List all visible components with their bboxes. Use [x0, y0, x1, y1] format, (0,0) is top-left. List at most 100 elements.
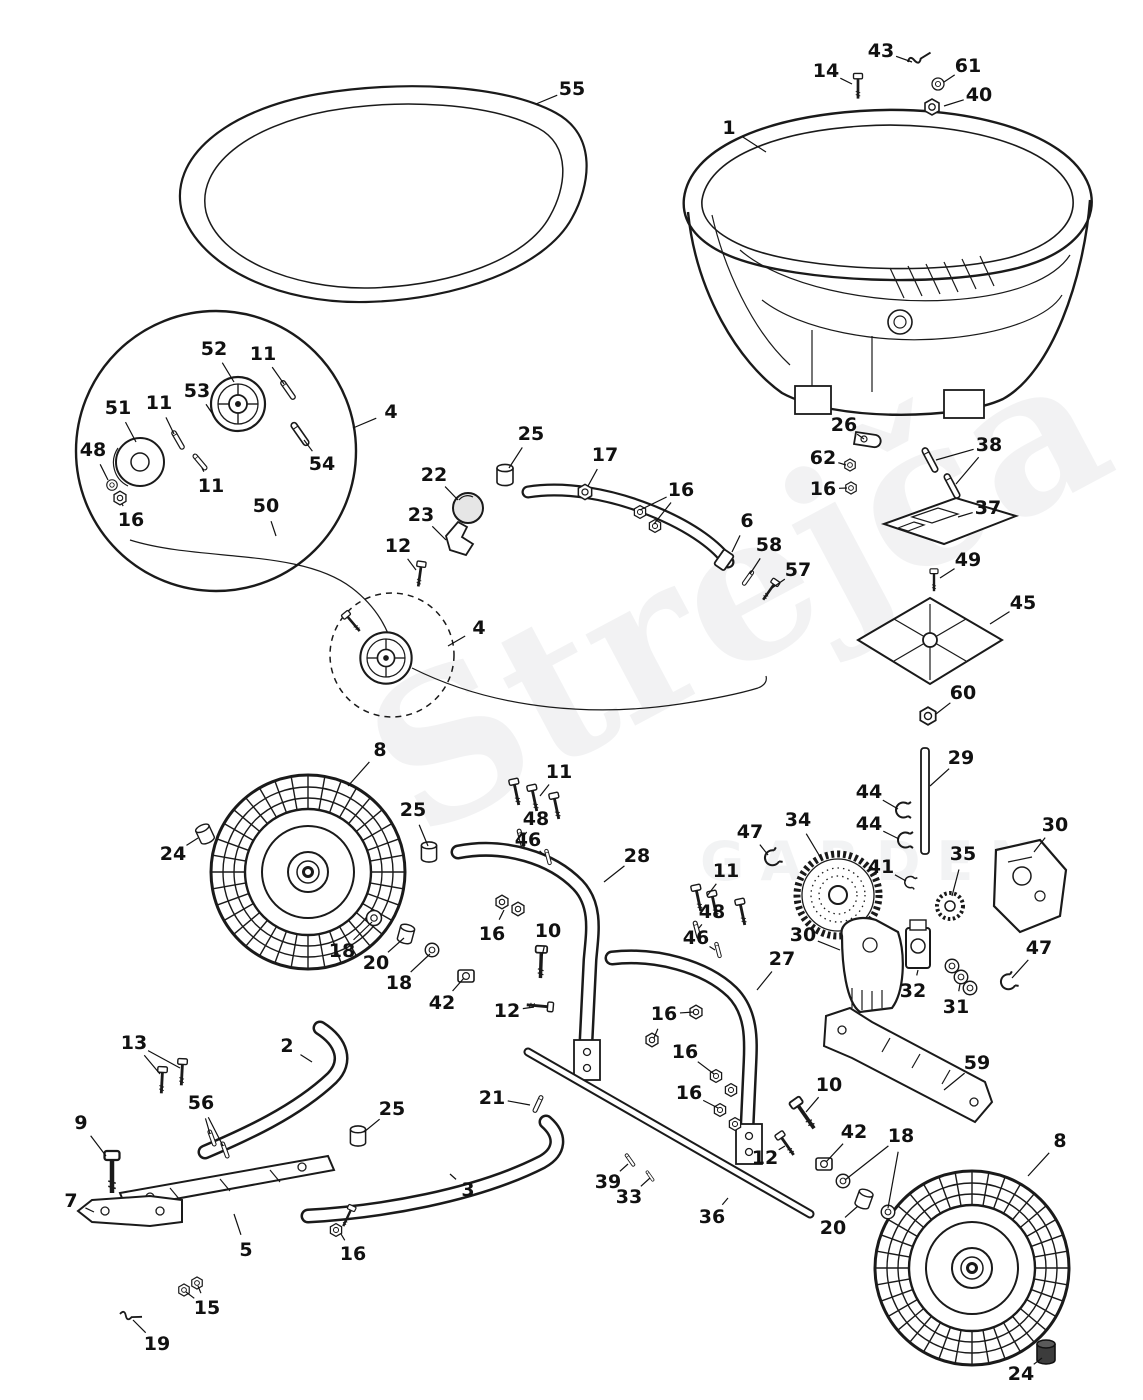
callout-leader — [955, 456, 980, 485]
pin-21 — [531, 1094, 545, 1114]
callout-leader — [452, 977, 465, 992]
bolt-13 — [155, 1065, 169, 1095]
callout-label-12: 12 — [494, 1000, 520, 1022]
callout-leader — [340, 1233, 346, 1241]
callout-leader — [300, 1054, 313, 1063]
callout-label-8: 8 — [1053, 1130, 1066, 1152]
nut-16 — [713, 1102, 727, 1118]
callout-leader — [756, 971, 773, 991]
callout-label-44: 44 — [856, 813, 882, 835]
callout-label-26: 26 — [831, 414, 857, 436]
callout-leader — [882, 799, 899, 810]
callout-leader — [838, 462, 847, 466]
nut-16 — [645, 1032, 659, 1048]
knob-and-lever — [445, 492, 484, 557]
cable-50 — [129, 539, 395, 651]
callout-label-25: 25 — [400, 799, 426, 821]
callout-leader — [522, 831, 528, 838]
cotter-pin-43 — [906, 51, 934, 67]
callout-label-34: 34 — [785, 809, 811, 831]
callout-label-52: 52 — [201, 338, 227, 360]
bolt-14 — [852, 72, 864, 100]
nut-16 — [329, 1222, 343, 1238]
callout-leader — [541, 946, 545, 957]
bushing-25 — [496, 463, 514, 487]
callout-label-54: 54 — [309, 453, 335, 475]
callout-label-23: 23 — [408, 504, 434, 526]
bolt-9 — [105, 1151, 120, 1193]
callout-leader — [353, 921, 373, 941]
callout-label-56: 56 — [188, 1092, 214, 1114]
handle-tube-27 — [604, 949, 763, 1165]
callout-label-12: 12 — [385, 535, 411, 557]
bolt-pulley — [339, 608, 365, 636]
clamp-26 — [852, 430, 882, 449]
flange-nut-42 — [815, 1157, 833, 1171]
callout-label-41: 41 — [868, 856, 894, 878]
callout-leader — [233, 1213, 242, 1236]
callout-label-11: 11 — [198, 475, 224, 497]
callout-label-55: 55 — [559, 78, 585, 100]
callout-label-46: 46 — [683, 927, 709, 949]
cotter-pin-19 — [118, 1310, 143, 1324]
nut-16 — [113, 490, 127, 506]
callout-label-19: 19 — [144, 1333, 170, 1355]
callout-label-50: 50 — [253, 495, 279, 517]
callout-leader — [431, 525, 447, 541]
callout-label-43: 43 — [868, 40, 894, 62]
bolt-13 — [175, 1057, 189, 1087]
callout-label-45: 45 — [1010, 592, 1036, 614]
callout-label-16: 16 — [118, 509, 144, 531]
callout-label-30: 30 — [1042, 814, 1068, 836]
callout-leader — [759, 844, 769, 856]
callout-label-42: 42 — [841, 1121, 867, 1143]
callout-leader — [844, 1145, 889, 1181]
nut-15 — [191, 1276, 203, 1290]
callout-label-57: 57 — [785, 559, 811, 581]
nut-40 — [924, 98, 940, 116]
nut-16 — [728, 1116, 742, 1132]
callout-label-4: 4 — [472, 617, 485, 639]
nut-60 — [919, 706, 937, 726]
callout-label-61: 61 — [955, 55, 981, 77]
callout-leader — [352, 417, 377, 429]
callout-label-6: 6 — [740, 510, 753, 532]
callout-leader — [204, 1118, 211, 1135]
callout-label-44: 44 — [856, 781, 882, 803]
callout-leader — [1027, 1152, 1050, 1177]
rim-seal — [179, 85, 588, 304]
callout-label-47: 47 — [737, 821, 763, 843]
callout-leader — [205, 403, 215, 417]
callout-leader — [653, 1028, 659, 1039]
callout-label-24: 24 — [160, 843, 186, 865]
cable — [411, 667, 759, 711]
pin-11 — [279, 379, 297, 401]
callout-label-37: 37 — [975, 497, 1001, 519]
clip-44 — [895, 801, 912, 819]
nut-16 — [724, 1082, 738, 1098]
nut-16 — [511, 901, 525, 917]
callout-label-5: 5 — [239, 1239, 252, 1261]
callout-label-46: 46 — [515, 829, 541, 851]
callout-leader — [935, 448, 974, 461]
callout-label-18: 18 — [888, 1125, 914, 1147]
callout-label-28: 28 — [624, 845, 650, 867]
callout-leader — [535, 94, 558, 105]
callout-leader — [418, 824, 429, 847]
callout-label-47: 47 — [1026, 937, 1052, 959]
callout-leader — [507, 1100, 531, 1106]
frame-tube-3 — [300, 1114, 565, 1224]
callout-leader — [958, 983, 961, 992]
callout-leader — [508, 447, 523, 469]
callout-leader — [916, 969, 919, 976]
callout-leader — [85, 1207, 95, 1213]
callout-leader — [697, 1061, 715, 1075]
callout-label-7: 7 — [64, 1190, 77, 1212]
pin-39 — [624, 1152, 636, 1168]
callout-label-10: 10 — [535, 920, 561, 942]
callout-leader — [817, 940, 841, 951]
callout-label-16: 16 — [676, 1082, 702, 1104]
callout-leader — [957, 512, 973, 518]
callout-label-27: 27 — [769, 948, 795, 970]
bracket-32 — [905, 919, 931, 969]
